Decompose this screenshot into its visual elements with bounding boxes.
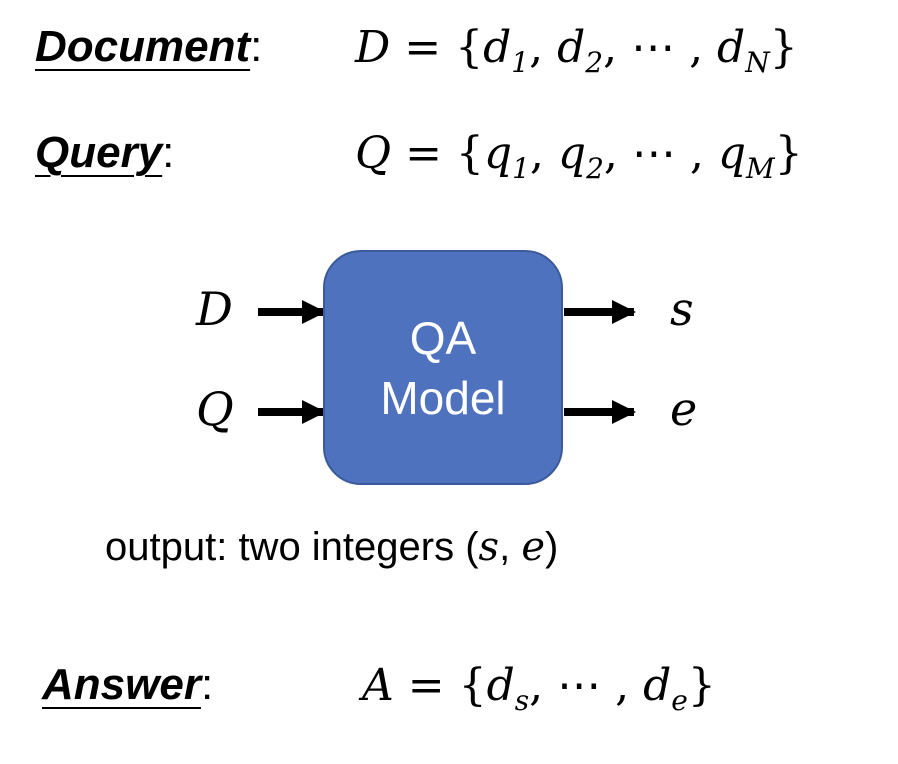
input-d-label: D	[196, 282, 233, 336]
colon: :	[200, 660, 214, 709]
op: , ⋯ ,	[529, 660, 644, 711]
input-q-label: Q	[196, 382, 234, 436]
subscript: 1	[511, 46, 530, 79]
var: D	[355, 22, 391, 73]
document-label: Document:	[35, 22, 262, 72]
var: e	[521, 524, 545, 570]
subscript: s	[514, 684, 530, 717]
op: = {	[393, 660, 487, 711]
answer-formula: A = {ds, ⋯ , de}	[362, 660, 716, 717]
var: q	[483, 128, 513, 179]
op: , ⋯ ,	[603, 22, 718, 73]
output-s-label: s	[670, 282, 694, 336]
op: }	[687, 660, 716, 711]
var: d	[643, 660, 672, 711]
op: ,	[499, 525, 522, 569]
var: q	[717, 128, 747, 179]
var: Q	[355, 128, 392, 179]
var: A	[362, 660, 394, 711]
arrow-s-out	[564, 300, 636, 324]
document-formula: D = {d1, d2, ⋯ , dN}	[355, 22, 798, 79]
query-label: Query:	[35, 128, 174, 178]
op: ,	[529, 128, 558, 179]
op: = {	[390, 22, 484, 73]
colon: :	[162, 128, 175, 177]
subscript: N	[745, 46, 770, 79]
subscript: M	[746, 152, 775, 185]
var: d	[483, 22, 512, 73]
document-label-text: Document	[35, 22, 251, 71]
var: d	[557, 22, 586, 73]
op: , ⋯ ,	[603, 128, 718, 179]
output-text: output: two integers (	[105, 525, 479, 569]
answer-label: Answer:	[42, 660, 213, 710]
var: q	[557, 128, 587, 179]
var: d	[717, 22, 746, 73]
query-formula: Q = {q1, q2, ⋯ , qM}	[355, 128, 803, 185]
op: = {	[391, 128, 484, 179]
subscript: 2	[586, 152, 604, 185]
model-line1: QA	[409, 311, 477, 364]
op: }	[769, 22, 798, 73]
subscript: 2	[585, 46, 604, 79]
arrow-d-in	[258, 300, 326, 324]
output-e-label: e	[670, 382, 698, 436]
answer-label-text: Answer	[42, 660, 201, 709]
subscript: 1	[512, 152, 530, 185]
subscript: e	[671, 684, 688, 717]
colon: :	[250, 22, 263, 71]
query-label-text: Query	[35, 128, 163, 177]
qa-model-box: QA Model	[323, 250, 563, 485]
op: ,	[529, 22, 558, 73]
arrow-q-in	[258, 400, 326, 424]
arrow-e-out	[564, 400, 636, 424]
model-line2: Model	[380, 371, 506, 424]
var: s	[478, 524, 500, 570]
var: d	[486, 660, 515, 711]
op: )	[544, 525, 559, 569]
output-description: output: two integers (s, e)	[105, 524, 558, 570]
op: }	[774, 128, 803, 179]
